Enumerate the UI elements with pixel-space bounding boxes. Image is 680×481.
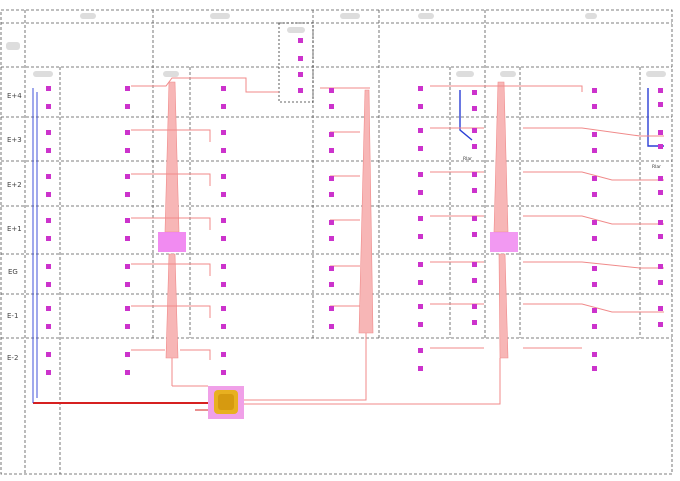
drawing-frame	[0, 9, 673, 475]
floor-labels: E+4 E+3 E+2 E+1 EG E-1 E-2	[7, 92, 22, 362]
blurred-header-labels	[6, 13, 666, 77]
risers	[164, 81, 509, 359]
floor-label: E+1	[7, 225, 22, 233]
boiler-unit	[208, 386, 244, 419]
floor-label: E-1	[7, 312, 18, 320]
inset-detail-box	[278, 22, 314, 103]
floor-label: E+4	[7, 92, 22, 100]
manifold-block	[158, 232, 186, 252]
floor-label: EG	[8, 268, 18, 276]
floor-label: E+2	[7, 181, 22, 189]
return-lines	[171, 333, 501, 405]
column-separators	[24, 10, 641, 474]
floor-label: E+3	[7, 136, 22, 144]
column-tags: Rlar Rlar	[463, 156, 661, 170]
floor-separators	[1, 116, 672, 339]
blue-collector-left	[32, 88, 38, 403]
main-supply-line	[33, 402, 208, 411]
floor-label: E-2	[7, 354, 18, 362]
branch-lines	[131, 77, 664, 360]
manifold-block	[490, 232, 518, 252]
fixture-symbols	[46, 38, 663, 375]
tag-label: Rlar	[652, 164, 661, 170]
tag-label: Rlar	[463, 156, 472, 162]
